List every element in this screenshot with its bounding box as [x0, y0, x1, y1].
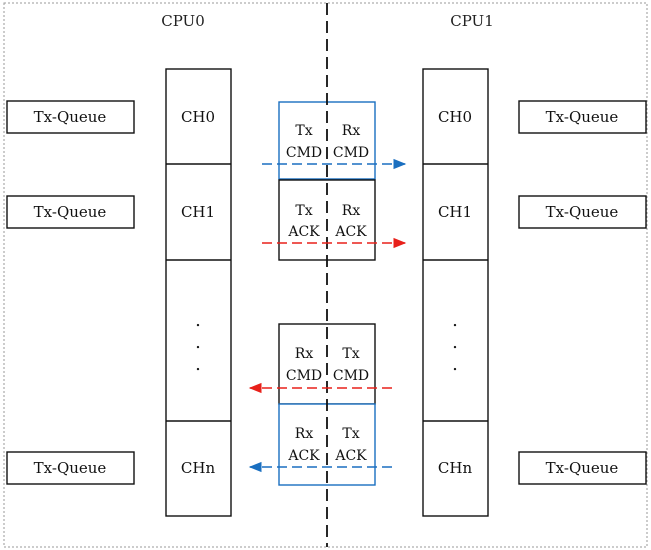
- cpu1-channel-0: CH0: [438, 108, 472, 126]
- upper-cmd-left-top: Tx: [295, 123, 312, 139]
- cpu0-tx-queue-0: [6, 100, 135, 134]
- cpu0-channel-column: [165, 68, 232, 517]
- cpu0-tx-queue-1: [6, 195, 135, 229]
- upper-cmd-right-bottom: CMD: [333, 145, 369, 161]
- cpu0-title: CPU0: [161, 12, 205, 30]
- cpu1-channel-column: [422, 68, 489, 517]
- lower-ack-left-top: Rx: [295, 426, 314, 442]
- upper-ack-right-bottom: ACK: [334, 224, 367, 240]
- cpu0-tx-queue-0-label: Tx-Queue: [34, 108, 107, 126]
- cpu1-channel-1: CH1: [438, 203, 472, 221]
- upper-ack-left-bottom: ACK: [287, 224, 320, 240]
- lower-ack-right-bottom: ACK: [334, 448, 367, 464]
- cpu1-tx-queue-0: [518, 100, 647, 134]
- lower-cmd-right-top: Tx: [342, 346, 359, 362]
- upper-ack-left-top: Tx: [295, 203, 312, 219]
- cpu1-ellipsis: ...: [452, 310, 458, 375]
- upper-ack-right-top: Rx: [342, 203, 361, 219]
- cpu0-channel-1: CH1: [181, 203, 215, 221]
- cpu1-channel-n: CHn: [438, 459, 473, 477]
- cpu1-tx-queue-n: [518, 451, 647, 485]
- cpu1-title: CPU1: [450, 12, 494, 30]
- lower-cmd-left-top: Rx: [295, 346, 314, 362]
- cpu1-tx-queue-1: [518, 195, 647, 229]
- cpu0-tx-queue-n: [6, 451, 135, 485]
- upper-cmd-right-top: Rx: [342, 123, 361, 139]
- cpu1-tx-queue-n-label: Tx-Queue: [546, 459, 619, 477]
- cpu0-tx-queue-n-label: Tx-Queue: [34, 459, 107, 477]
- cpu1-tx-queue-0-label: Tx-Queue: [546, 108, 619, 126]
- cpu0-channel-0: CH0: [181, 108, 215, 126]
- lower-cmd-left-bottom: CMD: [286, 368, 322, 384]
- cpu0-channel-n: CHn: [181, 459, 216, 477]
- upper-cmd-left-bottom: CMD: [286, 145, 322, 161]
- lower-cmd-right-bottom: CMD: [333, 368, 369, 384]
- cpu0-tx-queue-1-label: Tx-Queue: [34, 203, 107, 221]
- cpu0-ellipsis: ...: [195, 310, 201, 375]
- lower-ack-right-top: Tx: [342, 426, 359, 442]
- lower-ack-left-bottom: ACK: [287, 448, 320, 464]
- outer-frame: [3, 2, 648, 548]
- cpu1-tx-queue-1-label: Tx-Queue: [546, 203, 619, 221]
